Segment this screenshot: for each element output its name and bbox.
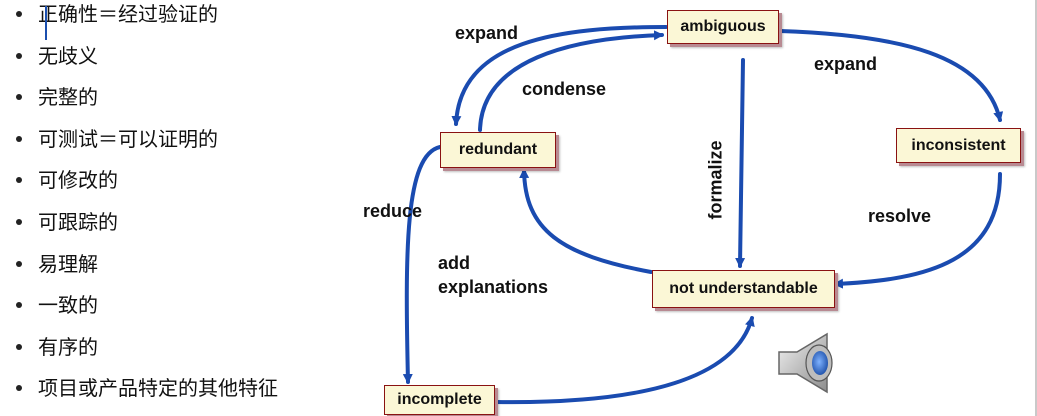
bullet-item: 完整的 (10, 83, 278, 125)
edge-label-explanations: explanations (438, 277, 549, 297)
bullet-item: 无歧义 (10, 42, 278, 84)
edge-label-expand-right: expand (814, 54, 878, 74)
edge-label-condense: condense (522, 79, 607, 99)
bullet-item: 有序的 (10, 333, 278, 375)
bullet-item: 项目或产品特定的其他特征 (10, 374, 278, 416)
node-inconsistent: inconsistent (896, 128, 1021, 163)
edge-incomplete-to-not-understandable (494, 316, 755, 405)
edge-label-resolve: resolve (868, 206, 932, 226)
edge-condense (478, 30, 664, 132)
bullet-item: 可修改的 (10, 166, 278, 208)
edge-resolve (833, 172, 1002, 289)
edge-label-expand-left: expand (455, 23, 519, 43)
bullet-item: 易理解 (10, 250, 278, 292)
edge-label-formalize: formalize (705, 140, 726, 220)
node-ambiguous: ambiguous (667, 10, 779, 44)
edge-expand-left (451, 25, 668, 126)
node-redundant: redundant (440, 132, 556, 168)
requirements-quality-list: 正确性＝经过验证的 无歧义 完整的 可测试＝可以证明的 可修改的 可跟踪的 易理… (10, 0, 278, 416)
edge-label-add: add (438, 253, 471, 273)
speaker-icon[interactable] (775, 330, 847, 396)
edge-expand-right (778, 29, 1004, 122)
bullet-item: 一致的 (10, 291, 278, 333)
edge-add-explanations (519, 168, 653, 274)
text-cursor (45, 6, 47, 40)
edge-label-reduce: reduce (363, 201, 423, 221)
bullet-item: 可测试＝可以证明的 (10, 125, 278, 167)
bullet-item: 可跟踪的 (10, 208, 278, 250)
node-not-understandable: not understandable (652, 270, 835, 308)
node-incomplete: incomplete (384, 385, 495, 415)
edge-formalize (735, 58, 746, 268)
edge-reduce (402, 145, 442, 384)
bullet-item: 正确性＝经过验证的 (10, 0, 278, 42)
